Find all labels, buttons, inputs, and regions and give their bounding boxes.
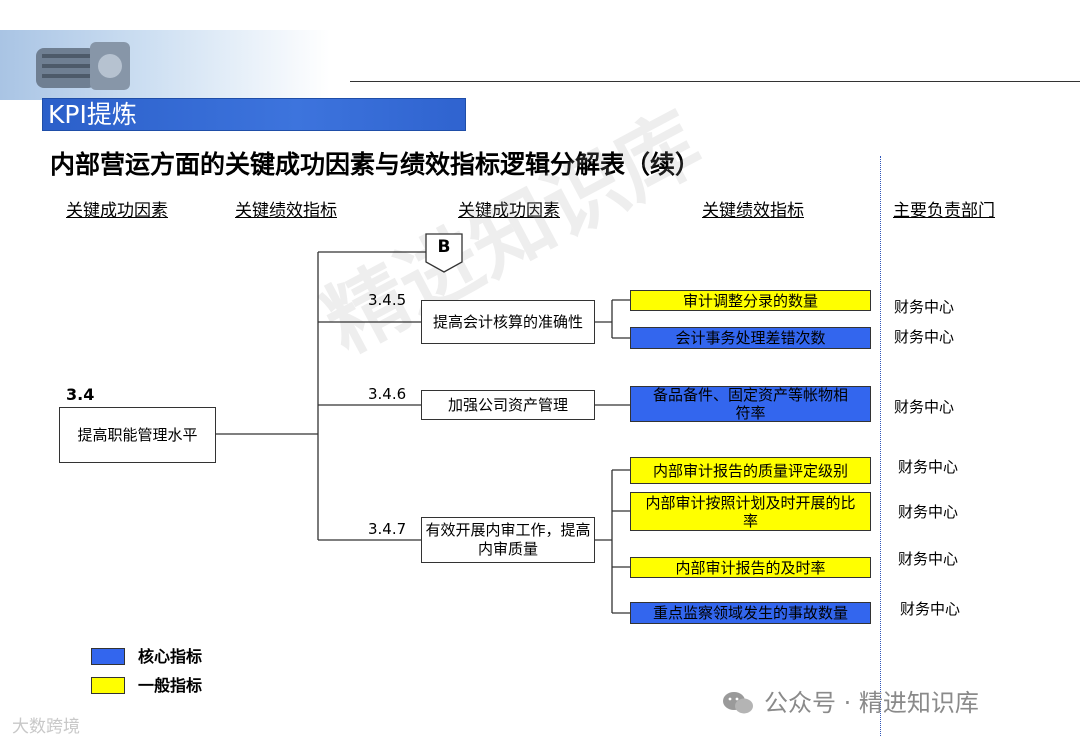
factor-node: 有效开展内审工作，提高内审质量	[421, 517, 595, 563]
department-label: 财务中心	[898, 458, 959, 476]
header-rule	[350, 81, 1080, 82]
indicator-label: 内部审计报告的及时率	[675, 558, 826, 577]
department-label: 财务中心	[898, 550, 959, 568]
indicator-general: 审计调整分录的数量	[630, 290, 871, 311]
indicator-label: 内部审计报告的质量评定级别	[652, 461, 848, 480]
factor-node-label: 提高会计核算的准确性	[432, 312, 583, 331]
indicator-label: 重点监察领域发生的事故数量	[652, 604, 848, 622]
factor-node-label: 加强公司资产管理	[447, 395, 568, 414]
department-label: 财务中心	[900, 600, 961, 618]
indicator-core: 会计事务处理差错次数	[630, 327, 871, 349]
indicator-label: 审计调整分录的数量	[682, 291, 818, 310]
department-label: 财务中心	[898, 503, 959, 521]
footer-account-name: 公众号 · 精进知识库	[764, 689, 979, 717]
indicator-core: 重点监察领域发生的事故数量	[630, 602, 871, 624]
column-header-kpi-2: 关键绩效指标	[702, 201, 804, 221]
root-node: 提高职能管理水平	[59, 407, 216, 463]
page-title: 内部营运方面的关键成功因素与绩效指标逻辑分解表（续）	[50, 150, 701, 179]
department-label: 财务中心	[894, 298, 955, 316]
indicator-general: 内部审计按照计划及时开展的比率	[630, 492, 871, 531]
factor-node: 加强公司资产管理	[421, 390, 595, 420]
indicator-label: 备品备件、固定资产等帐物相符率	[652, 386, 848, 422]
factor-node-label: 有效开展内审工作，提高内审质量	[425, 521, 591, 558]
legend-label-general: 一般指标	[138, 676, 203, 695]
footer-source-watermark: 大数跨境	[12, 717, 80, 737]
factor-number: 3.4.5	[368, 291, 407, 309]
column-divider	[880, 156, 881, 736]
indicator-general: 内部审计报告的质量评定级别	[630, 457, 871, 484]
legend-label-core: 核心指标	[138, 647, 203, 666]
kpi-banner	[42, 98, 466, 131]
factor-node: 提高会计核算的准确性	[421, 300, 595, 344]
root-number: 3.4	[66, 385, 95, 404]
root-node-label: 提高职能管理水平	[77, 425, 198, 444]
indicator-core: 备品备件、固定资产等帐物相符率	[630, 386, 871, 422]
connector-badge-shape	[425, 233, 463, 273]
column-header-success-factor-1: 关键成功因素	[66, 201, 168, 221]
kpi-banner-text: KPI提炼	[48, 100, 137, 129]
legend-swatch-core	[91, 648, 125, 665]
indicator-label: 内部审计按照计划及时开展的比率	[645, 493, 856, 530]
indicator-label: 会计事务处理差错次数	[675, 329, 826, 347]
wechat-icon	[723, 692, 753, 714]
department-label: 财务中心	[894, 328, 955, 346]
column-header-success-factor-2: 关键成功因素	[458, 201, 560, 221]
factor-number: 3.4.6	[368, 385, 407, 403]
factor-number: 3.4.7	[368, 520, 407, 538]
legend-swatch-general	[91, 677, 125, 694]
column-header-kpi-1: 关键绩效指标	[235, 201, 337, 221]
connector-badge-label: B	[437, 237, 451, 257]
column-header-department: 主要负责部门	[893, 201, 995, 221]
indicator-general: 内部审计报告的及时率	[630, 557, 871, 578]
motor-image-icon	[36, 42, 130, 90]
department-label: 财务中心	[894, 398, 955, 416]
